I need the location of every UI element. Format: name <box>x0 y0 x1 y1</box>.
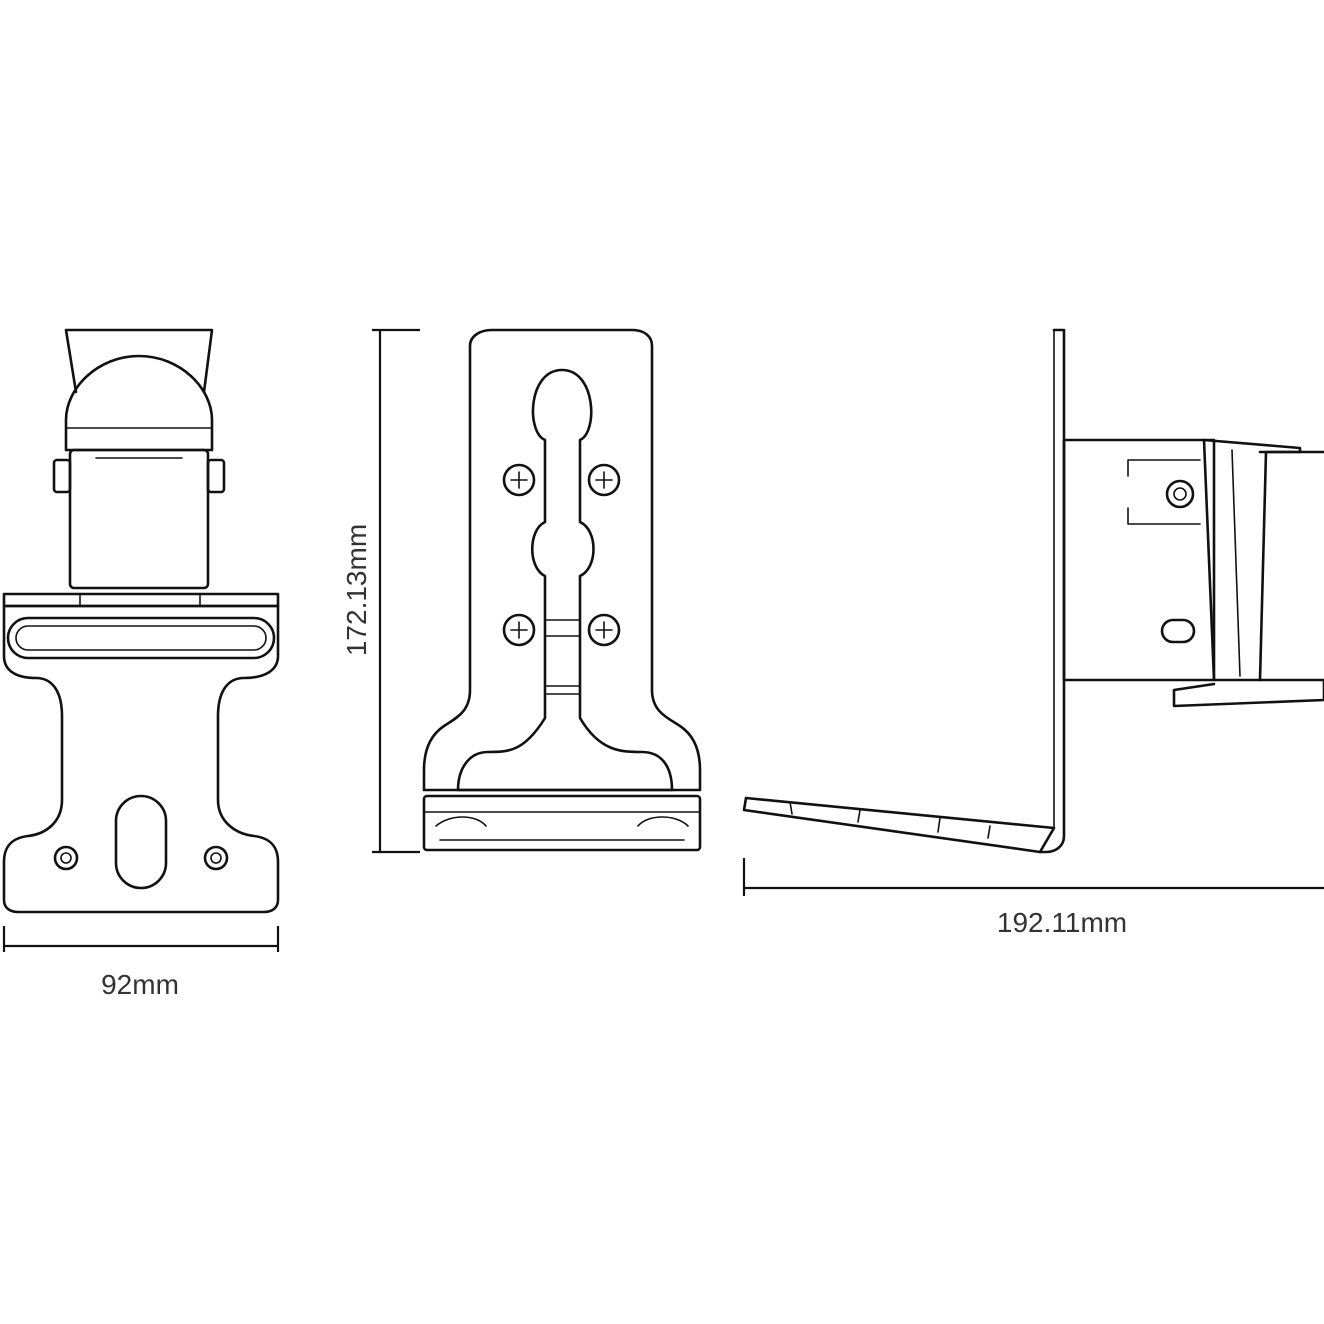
width-label: 92mm <box>101 969 179 1000</box>
right-knob <box>206 458 226 494</box>
side-view <box>742 328 1324 854</box>
clamp-jaw <box>1202 438 1302 682</box>
back-view <box>422 328 702 852</box>
right-screw-hole <box>203 845 229 871</box>
screw-bottom-right <box>587 613 621 647</box>
clamp-dome <box>64 354 214 452</box>
screw-bottom-left <box>502 613 536 647</box>
clamp-bracket <box>1172 450 1324 708</box>
pivot-bolt <box>1165 479 1195 509</box>
wall-plate <box>2 604 280 914</box>
screw-top-right <box>587 463 621 497</box>
clamp-top-arms <box>64 328 214 394</box>
mount-shelf <box>2 592 280 608</box>
upper-slot <box>6 616 276 660</box>
left-screw-hole <box>53 845 79 871</box>
depth-label: 192.11mm <box>997 907 1127 938</box>
angled-foot <box>742 796 1056 854</box>
lower-oval-hole <box>114 794 168 890</box>
side-wall-plate <box>1038 328 1066 854</box>
depth-dimension: 192.11mm <box>742 858 1324 938</box>
bottom-flange <box>422 794 702 852</box>
clamp-body <box>68 448 210 590</box>
height-label: 172.13mm <box>341 524 372 656</box>
front-view <box>2 328 280 914</box>
height-dimension: 172.13mm <box>341 328 420 854</box>
left-knob <box>52 458 72 494</box>
adjust-pin <box>1160 618 1196 644</box>
width-dimension: 92mm <box>2 926 280 1000</box>
back-plate <box>422 328 702 792</box>
keyhole-channel <box>456 368 674 792</box>
screw-top-left <box>502 463 536 497</box>
mount-arm <box>1062 438 1216 682</box>
